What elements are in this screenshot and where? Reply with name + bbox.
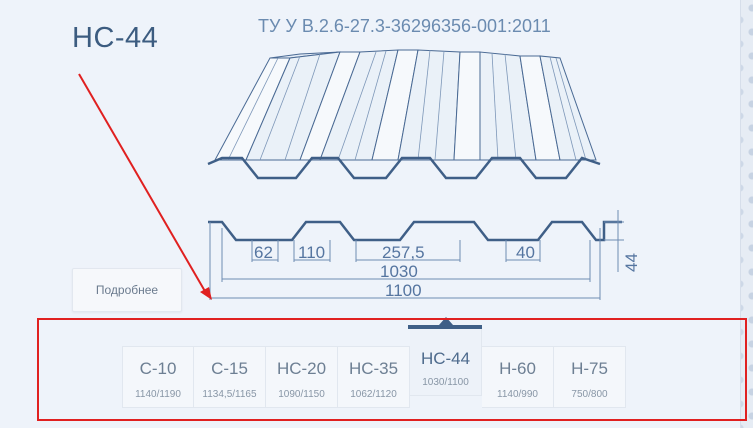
tab-name: Н-75 <box>571 359 608 378</box>
active-tab-arrow-icon <box>439 317 453 325</box>
details-button[interactable]: Подробнее <box>72 268 182 312</box>
tab-size: 1062/1120 <box>350 389 397 400</box>
tab-name: С-10 <box>139 359 177 378</box>
dim-1030: 1030 <box>380 262 418 281</box>
dim-257: 257,5 <box>382 243 425 262</box>
tab-hc35[interactable]: НС-35 1062/1120 <box>338 346 410 408</box>
dim-110: 110 <box>298 243 325 262</box>
tab-size: 1030/1100 <box>422 377 469 388</box>
dim-62: 62 <box>254 243 273 262</box>
sheet-3d-view <box>207 49 601 180</box>
tab-size: 1090/1150 <box>278 389 325 400</box>
tab-name: НС-20 <box>276 359 327 378</box>
annotation-arrow <box>78 73 212 300</box>
cross-section <box>208 220 622 242</box>
tab-c10[interactable]: С-10 1140/1190 <box>122 346 194 408</box>
tab-h60[interactable]: Н-60 1140/990 <box>482 346 554 408</box>
tab-name: НС-35 <box>348 359 399 378</box>
tab-h75[interactable]: Н-75 750/800 <box>554 346 626 408</box>
tab-name: Н-60 <box>499 359 536 378</box>
product-spec: ТУ У В.2.6-27.3-36296356-001:2011 <box>258 16 551 36</box>
tab-c15[interactable]: С-15 1134,5/1165 <box>194 346 266 408</box>
dim-1100: 1100 <box>385 281 422 300</box>
dim-40: 40 <box>516 243 535 262</box>
active-tab-indicator <box>408 325 482 329</box>
dimension-lines <box>209 210 624 300</box>
profile-tabs: С-10 1140/1190 С-15 1134,5/1165 НС-20 10… <box>122 317 626 410</box>
dim-44: 44 <box>622 253 641 272</box>
tab-size: 1140/990 <box>497 389 538 400</box>
tab-size: 1134,5/1165 <box>202 389 257 400</box>
tab-size: 750/800 <box>571 389 608 400</box>
product-title: НС-44 <box>72 22 159 54</box>
tab-hc44-active[interactable]: НС-44 1030/1100 <box>408 317 482 396</box>
tab-hc20[interactable]: НС-20 1090/1150 <box>266 346 338 408</box>
tab-name: С-15 <box>211 359 248 378</box>
tab-size: 1140/1190 <box>135 389 181 400</box>
tab-name: НС-44 <box>420 349 471 368</box>
